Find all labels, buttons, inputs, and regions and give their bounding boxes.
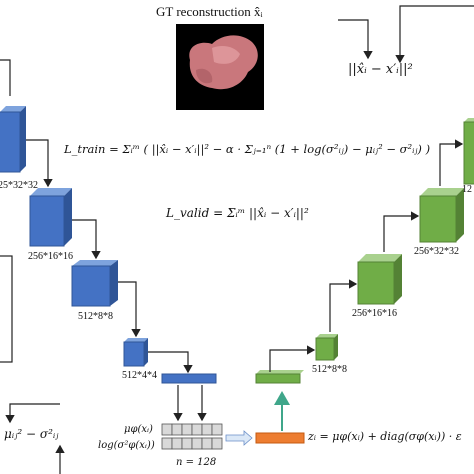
top-right-formula: ||x̂ᵢ − x′ᵢ||² — [348, 62, 413, 77]
decoder-block-3 — [419, 188, 464, 243]
encoder-block-3 — [71, 260, 118, 307]
decoder-block-4 — [463, 118, 474, 185]
decoder-block-2 — [357, 254, 402, 305]
logvar-label: log(σ²φ(xᵢ)) — [98, 440, 155, 451]
decoder-dim-3: 256*32*32 — [414, 246, 459, 257]
gt-reconstruction-label: GT reconstruction x̂ᵢ — [156, 4, 263, 19]
encoder-block-1 — [0, 106, 26, 173]
bottom-left-frame — [5, 403, 65, 474]
decoder-block-1 — [315, 334, 338, 361]
sigma-vector — [161, 437, 223, 450]
encoder-dim-1: 25*32*32 — [0, 180, 38, 191]
decoder-flat — [255, 370, 304, 384]
to-z-arrow — [225, 430, 253, 446]
train-loss-formula: L_train = Σᵢᵐ ( ||x̂ᵢ − x′ᵢ||² − α · Σⱼ₌… — [64, 142, 431, 156]
n-label: n = 128 — [176, 457, 217, 468]
latent-z-block — [255, 432, 305, 444]
bottom-left-formula: μᵢⱼ² − σ²ᵢⱼ — [4, 427, 59, 441]
z-formula: zᵢ = μφ(xᵢ) + diag(σφ(xᵢ)) · ε — [308, 430, 462, 443]
encoder-dim-2: 256*16*16 — [28, 251, 73, 262]
valid-loss-formula: L_valid = Σᵢᵐ ||x̂ᵢ − x′ᵢ||² — [166, 206, 309, 220]
encoder-block-4 — [123, 338, 148, 367]
encoder-dim-3: 512*8*8 — [78, 311, 113, 322]
encoder-dim-4: 512*4*4 — [122, 370, 157, 381]
left-frame — [0, 59, 13, 363]
top-right-frame — [338, 5, 474, 64]
decoder-dim-2: 256*16*16 — [352, 308, 397, 319]
gt-reconstruction-image — [176, 24, 264, 110]
encoder-block-2 — [29, 188, 72, 247]
decoder-dim-4: 12 — [462, 184, 472, 195]
decoder-connectors — [269, 139, 464, 372]
mu-label: μφ(xᵢ) — [124, 424, 153, 435]
decoder-dim-1: 512*8*8 — [312, 364, 347, 375]
encoder-flat — [161, 373, 217, 384]
mu-vector — [161, 423, 223, 436]
encoder-connectors — [26, 139, 207, 422]
